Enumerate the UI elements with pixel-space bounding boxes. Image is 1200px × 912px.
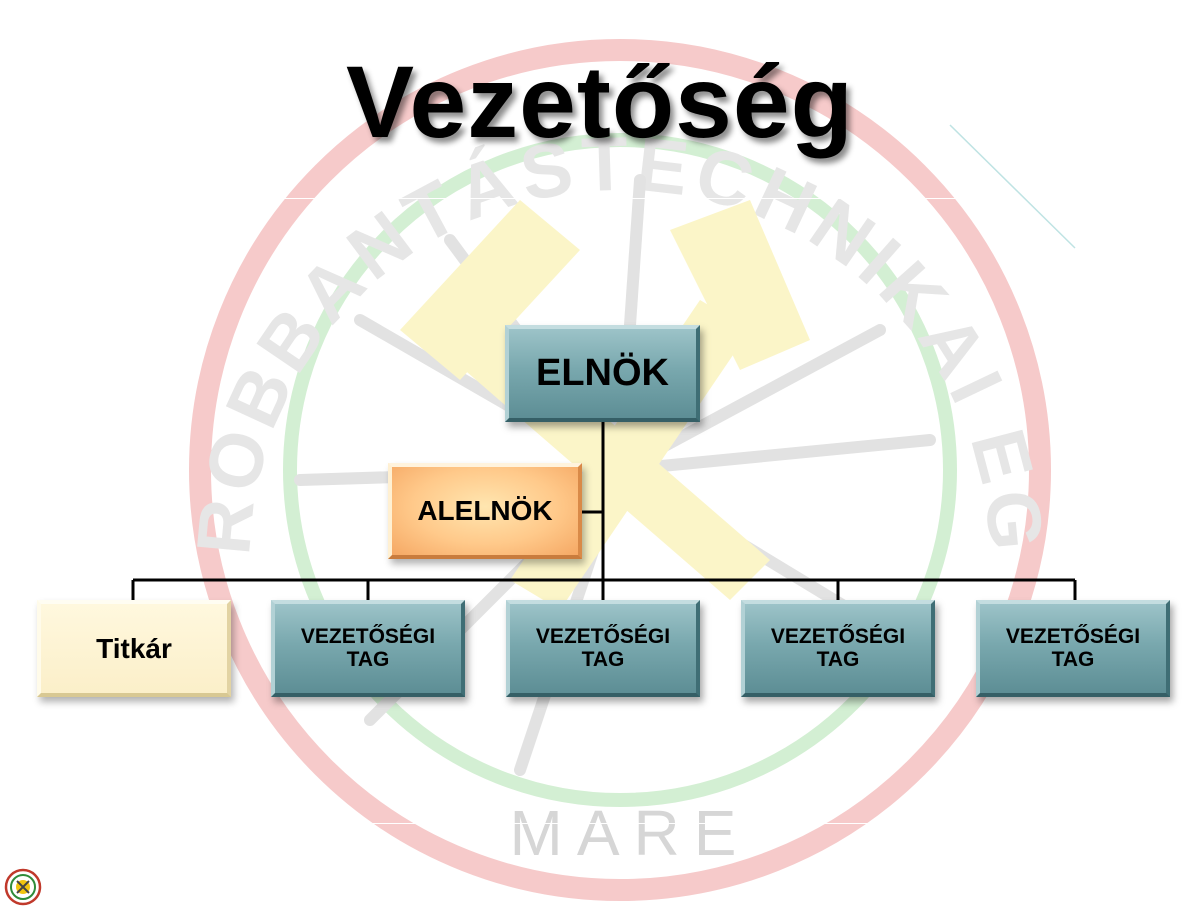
board-member-box-1: VEZETŐSÉGI TAG	[271, 600, 465, 697]
board-member-label-line2: TAG	[1051, 647, 1095, 671]
association-logo-icon	[4, 868, 42, 906]
decorative-line-bottom	[330, 823, 890, 824]
vice-president-label: ALELNÖK	[417, 495, 553, 527]
board-member-label-line2: TAG	[816, 647, 860, 671]
board-member-box-2: VEZETŐSÉGI TAG	[506, 600, 700, 697]
slide-title: Vezetőség	[346, 45, 854, 159]
board-member-label-line1: VEZETŐSÉGI	[535, 625, 671, 649]
emblem-bottom-text: MARE	[510, 797, 751, 869]
emblem-outer-red-ring	[189, 39, 1051, 901]
secretary-label: Titkár	[96, 632, 172, 664]
president-box: ELNÖK	[505, 325, 700, 422]
board-member-box-3: VEZETŐSÉGI TAG	[741, 600, 935, 697]
board-member-box-4: VEZETŐSÉGI TAG	[976, 600, 1170, 697]
board-member-label-line2: TAG	[346, 647, 390, 671]
emblem-green-ring	[283, 133, 957, 807]
secretary-box: Titkár	[37, 600, 231, 697]
vice-president-box: ALELNÖK	[388, 463, 582, 559]
board-member-label-line1: VEZETŐSÉGI	[1005, 625, 1141, 649]
board-member-label-line2: TAG	[581, 647, 625, 671]
decorative-line-top	[255, 198, 995, 199]
decorative-diagonal-line	[949, 124, 1076, 249]
president-label: ELNÖK	[536, 351, 669, 394]
board-member-label-line1: VEZETŐSÉGI	[770, 625, 906, 649]
board-member-label-line1: VEZETŐSÉGI	[300, 625, 436, 649]
